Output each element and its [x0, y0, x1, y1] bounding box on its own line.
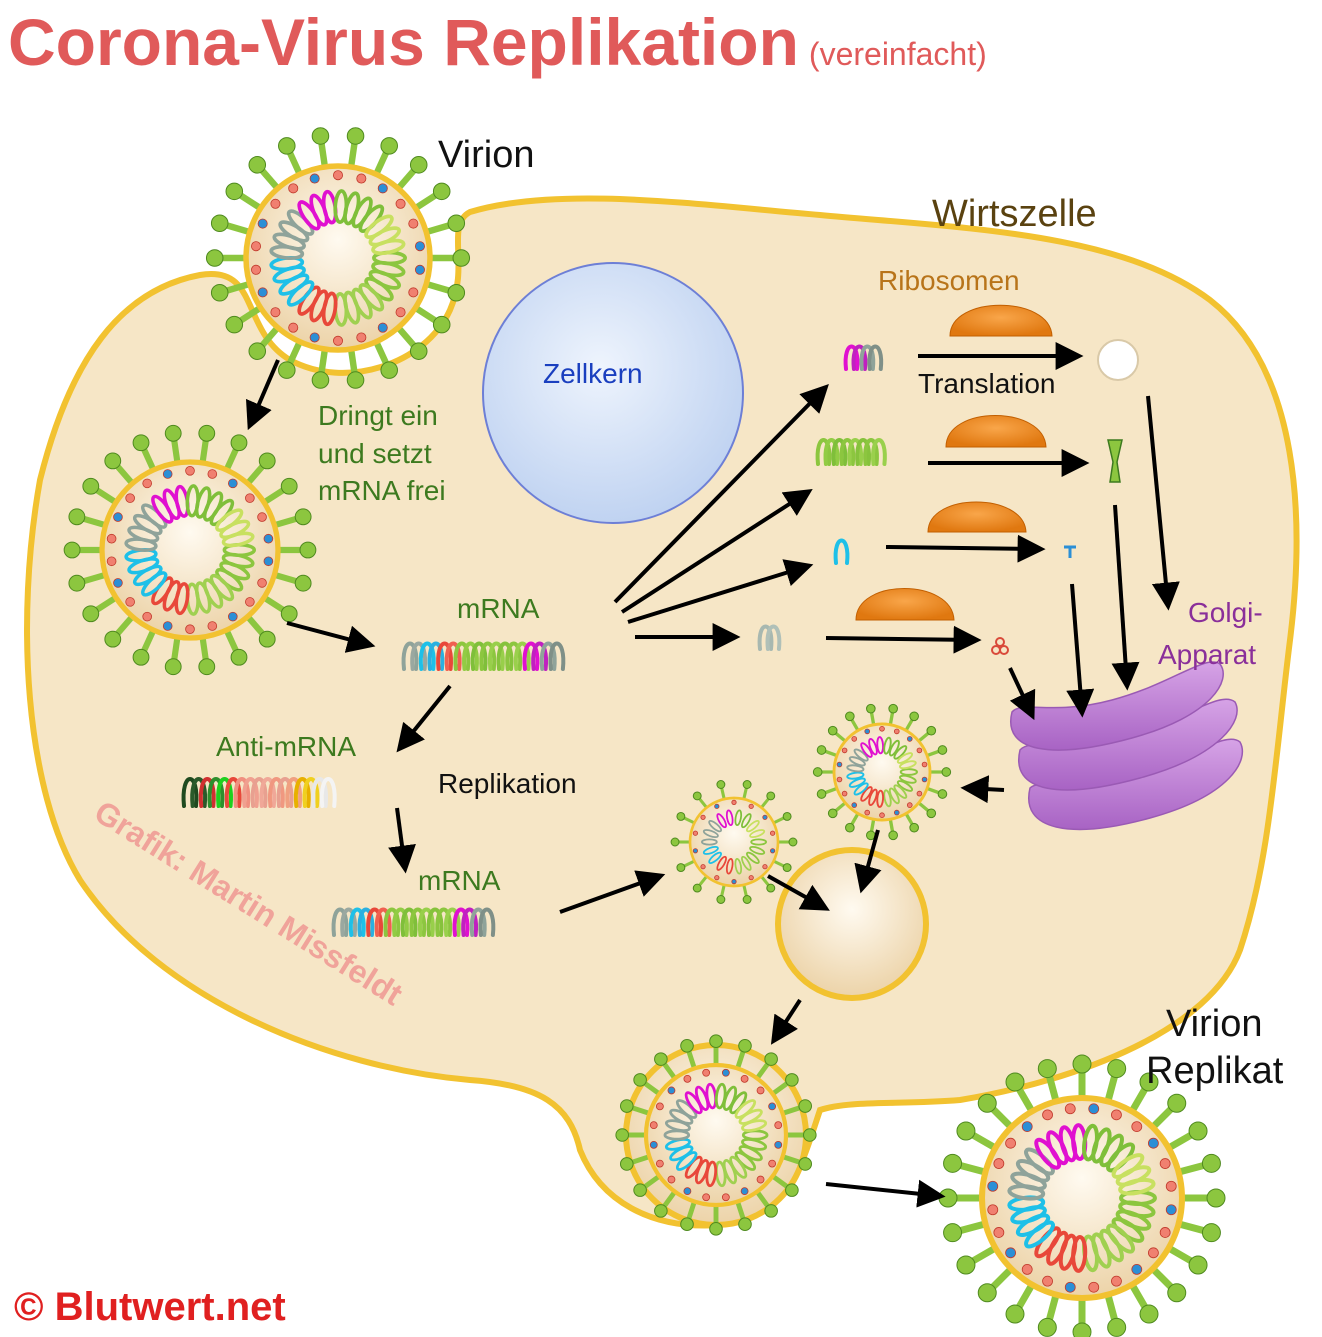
ribosome-3: [927, 501, 1027, 533]
label-virion: Virion: [438, 134, 534, 176]
arrows: [246, 342, 1180, 1208]
label-mrna-bottom: mRNA: [418, 865, 501, 896]
arrow-mrna-to-nucleocapsid: [559, 870, 666, 914]
translated-spike-protein: [1107, 439, 1123, 483]
arrow-virus-to-vesicle: [854, 829, 882, 894]
ribosome-4: [855, 588, 955, 621]
page-title: Corona-Virus Replikation(vereinfacht): [8, 4, 987, 80]
label-dringt-1: Dringt ein: [318, 400, 438, 431]
translated-membrane-protein: [1064, 545, 1076, 558]
arrow-bud-to-replikat: [825, 1179, 946, 1208]
title-text: Corona-Virus Replikation: [8, 5, 799, 79]
arrow-nucleocapsid-to-vesicle: [767, 874, 830, 911]
arrow-entry-to-mrna: [286, 621, 376, 653]
protein-strand-4: [757, 624, 782, 651]
host-cell: [24, 195, 1300, 1229]
arrow-mrna-to-strand1: [613, 384, 829, 604]
label-dringt-2: und setzt: [318, 438, 432, 469]
label-golgi-2: Apparat: [1158, 639, 1256, 670]
arrow-anti-to-mrna: [388, 807, 416, 874]
label-translation: Translation: [918, 368, 1055, 399]
arrow-spike-to-golgi: [1111, 504, 1140, 691]
protein-strand-1: [843, 344, 884, 371]
virion-replikat: [938, 1054, 1226, 1337]
copyright: © Blutwert.net: [14, 1285, 286, 1329]
arrow-vesicle-to-bud: [770, 998, 802, 1045]
label-replikation: Replikation: [438, 768, 577, 799]
label-virion-replikat-1: Virion: [1166, 1003, 1262, 1045]
label-mrna-top: mRNA: [457, 593, 540, 624]
subtitle-text: (vereinfacht): [808, 36, 987, 72]
ribosome-2: [945, 415, 1047, 448]
arrow-m-to-golgi: [1066, 583, 1095, 718]
label-anti-mrna: Anti-mRNA: [216, 731, 356, 762]
arrow-mrna-to-strand2: [620, 488, 813, 614]
protein-strand-3: [833, 538, 850, 565]
label-wirtszelle: Wirtszelle: [932, 193, 1097, 235]
arrow-translation-4: [825, 625, 982, 654]
label-zellkern: Zellkern: [543, 358, 643, 389]
virus-budding: [615, 1034, 817, 1236]
mrna-strand-bottom: [331, 907, 496, 937]
ribosome-1: [949, 304, 1053, 337]
arrow-golgi-to-virus: [960, 775, 1005, 804]
nucleus: [482, 262, 744, 524]
arrow-mrna-to-anti: [396, 684, 452, 753]
golgi-apparatus: [1010, 661, 1244, 831]
protein-strand-2: [815, 438, 887, 466]
arrow-e-to-golgi: [1008, 667, 1036, 721]
arrow-translation-3: [885, 534, 1046, 563]
arrow-round-to-golgi: [1146, 395, 1180, 611]
nucleocapsid: [670, 780, 798, 904]
translated-protein-round: [1097, 339, 1139, 381]
virion-uncoating: [63, 424, 317, 676]
label-dringt-3: mRNA frei: [318, 475, 446, 506]
translated-envelope-protein: [991, 637, 1009, 655]
label-ribosomen: Ribosomen: [878, 265, 1020, 296]
anti-mrna-strand: [181, 777, 337, 808]
label-virion-replikat-2: Replikat: [1146, 1050, 1284, 1092]
mrna-strand-top: [401, 641, 566, 671]
label-golgi-1: Golgi-: [1188, 597, 1263, 628]
arrow-mrna-to-strand3: [627, 559, 814, 624]
assembled-virus-in-cell: [812, 703, 952, 841]
arrow-virion-to-entry: [246, 359, 280, 431]
virion-entering: [205, 127, 471, 389]
fusion-vesicle: [775, 847, 929, 1001]
